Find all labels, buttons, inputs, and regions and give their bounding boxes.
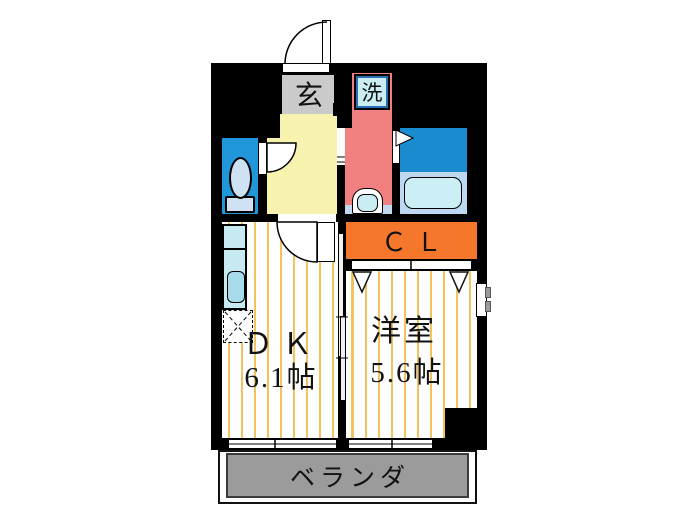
right-wall-window-icon [476,283,487,317]
toilet-door-leaf-icon [258,142,267,175]
washing-machine-box: 洗 [356,76,388,108]
corner-pillar [445,408,487,450]
partition-sliding-door-icon [340,316,346,401]
entrance-opening [283,63,329,73]
bottom-window-left-icon [228,439,337,449]
genkan-area [280,73,336,116]
kitchen-sink-icon [227,271,245,303]
bathtub-icon [404,177,462,209]
entrance-door-leaf-icon [322,20,331,64]
closet-track-end [471,261,477,271]
veranda-label: ベランダ [289,463,410,492]
window-sash-icon [485,287,491,298]
dk-door-leaf-icon [317,222,335,262]
western-room-size: 5.6帖 [370,357,444,389]
closet-door-track [346,261,477,271]
washing-machine-label: 洗 [361,82,383,105]
hall-area [280,114,337,214]
window-sash-icon [485,301,491,312]
closet-area: ＣＬ [346,222,477,261]
hall-washroom-doorway [337,128,345,165]
western-room-label: 洋室 [371,315,437,348]
entrance-door-arc-icon [284,21,328,65]
dk-room-size: 6.1帖 [244,362,318,394]
kitchen-counter-top [224,226,245,250]
washroom-sink-basin-icon [357,194,378,212]
closet-label: ＣＬ [380,227,451,257]
genkan-step [333,103,344,116]
bathroom-door-leaf-icon [392,130,400,164]
genkan-label: 玄 [294,80,324,111]
bottom-window-right-icon [348,439,433,449]
dk-door-opening [278,214,336,222]
toilet-bowl-icon [229,157,252,199]
hall-area-extension [267,138,281,214]
dk-room-label: ＤＫ [243,328,321,361]
closet-track-end [346,261,352,271]
veranda-deck: ベランダ [226,453,469,498]
bathroom-upper-area [400,128,467,172]
